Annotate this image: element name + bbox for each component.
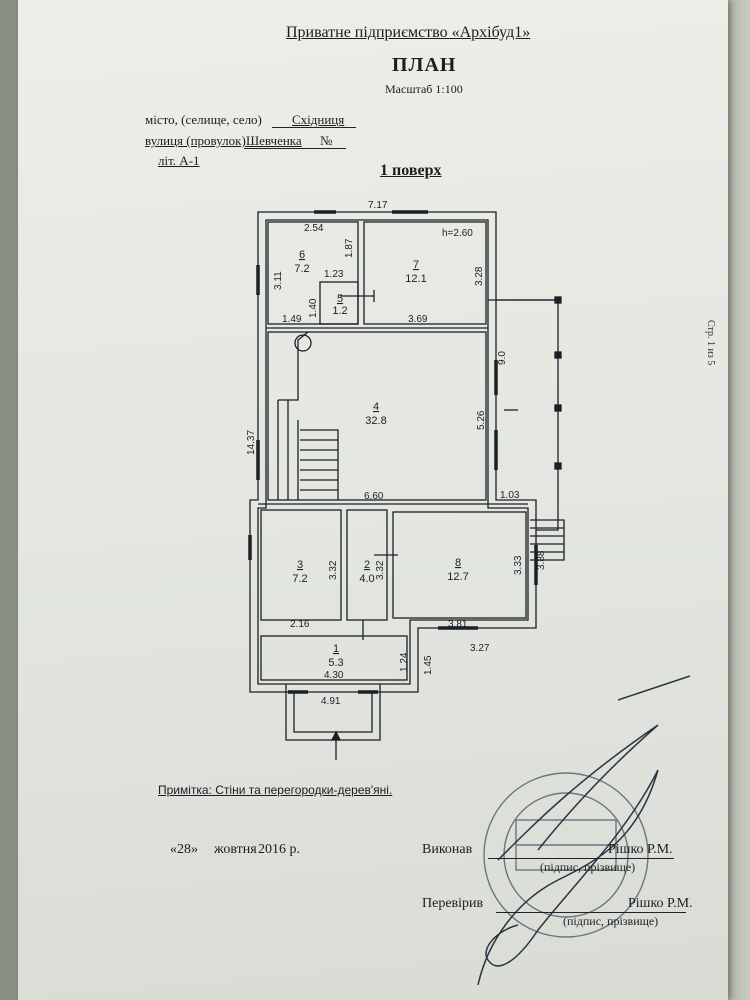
room-6-area: 7.2 (294, 263, 309, 275)
room-8-outline (392, 511, 527, 619)
seal-stamp (483, 772, 649, 938)
room-4-outline (267, 331, 487, 501)
date-year: 2016 р. (258, 842, 300, 857)
dim-3-11: 3.11 (273, 271, 284, 290)
dim-3-32-a: 3.32 (328, 560, 339, 580)
dim-1-40: 1.40 (308, 298, 319, 318)
checked-label: Перевірив (422, 896, 484, 911)
page-counter: Стр. 1 из 5 (705, 320, 716, 366)
document-title: ПЛАН (392, 54, 457, 76)
dim-3-27: 3.27 (470, 643, 490, 654)
room-3-number: 3 (297, 559, 303, 571)
room-5-number: 5 (337, 293, 343, 305)
street-underline (244, 148, 346, 149)
signature-strokes (477, 675, 691, 986)
note-text: Примітка: Стіни та перегородки-дерев'яні… (158, 783, 393, 797)
dim-1-23: 1.23 (324, 269, 344, 280)
dim-6-60: 6.60 (364, 491, 384, 502)
executed-label: Виконав (422, 842, 473, 857)
dim-1-49: 1.49 (282, 314, 302, 325)
dim-3-69: 3.69 (408, 314, 428, 325)
city-label: місто, (селище, село) (145, 112, 262, 127)
number-label: № (320, 133, 333, 148)
room-7-outline (363, 221, 487, 325)
room-5-outline (319, 281, 359, 325)
city-underline (272, 127, 356, 128)
dim-9-0: 9.0 (497, 351, 508, 365)
executed-hint: (підпис, прізвище) (540, 860, 636, 874)
stairs (277, 331, 339, 500)
room-2-area: 4.0 (359, 573, 374, 585)
street-value: Шевченка (246, 133, 302, 148)
room-4-area: 32.8 (365, 415, 386, 427)
lit-label: літ. А-1 (158, 153, 200, 168)
room-3-area: 7.2 (292, 573, 307, 585)
dim-1-45: 1.45 (423, 655, 434, 675)
room-1-outline (260, 635, 408, 681)
dim-4-91: 4.91 (321, 696, 341, 707)
room-8-area: 12.7 (447, 571, 468, 583)
dim-3-81: 3.81 (448, 619, 468, 630)
room-8-number: 8 (455, 557, 461, 569)
document-page: Приватне підприємство «Архібуд1» ПЛАН Ма… (18, 0, 728, 1000)
dim-1-87: 1.87 (344, 238, 355, 258)
dim-1-03: 1.03 (500, 490, 520, 501)
room-2-number: 2 (364, 559, 370, 571)
room-1-number: 1 (333, 643, 339, 655)
room-1-area: 5.3 (328, 657, 343, 669)
dim-3-32-b: 3.32 (375, 560, 386, 580)
dim-3-88: 3.88 (536, 550, 547, 570)
terrace-steps (530, 519, 565, 561)
dim-1-24: 1.24 (399, 652, 410, 672)
dim-2-16: 2.16 (290, 619, 310, 630)
dim-2-54: 2.54 (304, 223, 324, 234)
room-5-area: 1.2 (332, 305, 347, 317)
executed-underline (488, 858, 674, 859)
room-6-outline (267, 221, 359, 325)
city-value: Східниця (292, 112, 345, 127)
floor-title: 1 поверх (380, 162, 442, 179)
room-7-area: 12.1 (405, 273, 426, 285)
dim-3-28: 3.28 (474, 266, 485, 286)
dim-top: 7.17 (368, 200, 388, 211)
checked-underline (496, 912, 686, 913)
date-day: «28» (170, 842, 198, 857)
dim-3-33: 3.33 (513, 555, 524, 575)
floor-plan: 7.17 2.54 1.87 3.11 1.23 1.40 1.49 3.69 … (246, 200, 691, 986)
room-3-outline (260, 509, 342, 621)
outer-wall (249, 211, 537, 693)
inner-wall-outline (257, 219, 529, 685)
checked-name: Рішко Р.М. (628, 896, 693, 911)
dim-14-37: 14.37 (246, 430, 257, 455)
room-7-number: 7 (413, 259, 419, 271)
street-label: вулиця (провулок) (145, 133, 246, 148)
room-6-number: 6 (299, 249, 305, 261)
dim-5-26: 5.26 (476, 410, 487, 430)
room-4-number: 4 (373, 401, 379, 413)
executed-name: Рішко Р.М. (608, 842, 673, 857)
room-2-outline (346, 509, 388, 621)
dim-height: h=2.60 (442, 228, 473, 239)
dim-4-30: 4.30 (324, 670, 344, 681)
date-month: жовтня (214, 842, 257, 857)
scale-label: Масштаб 1:100 (385, 82, 463, 96)
checked-hint: (підпис, прізвище) (563, 914, 659, 928)
company-name: Приватне підприємство «Архібуд1» (286, 24, 531, 41)
